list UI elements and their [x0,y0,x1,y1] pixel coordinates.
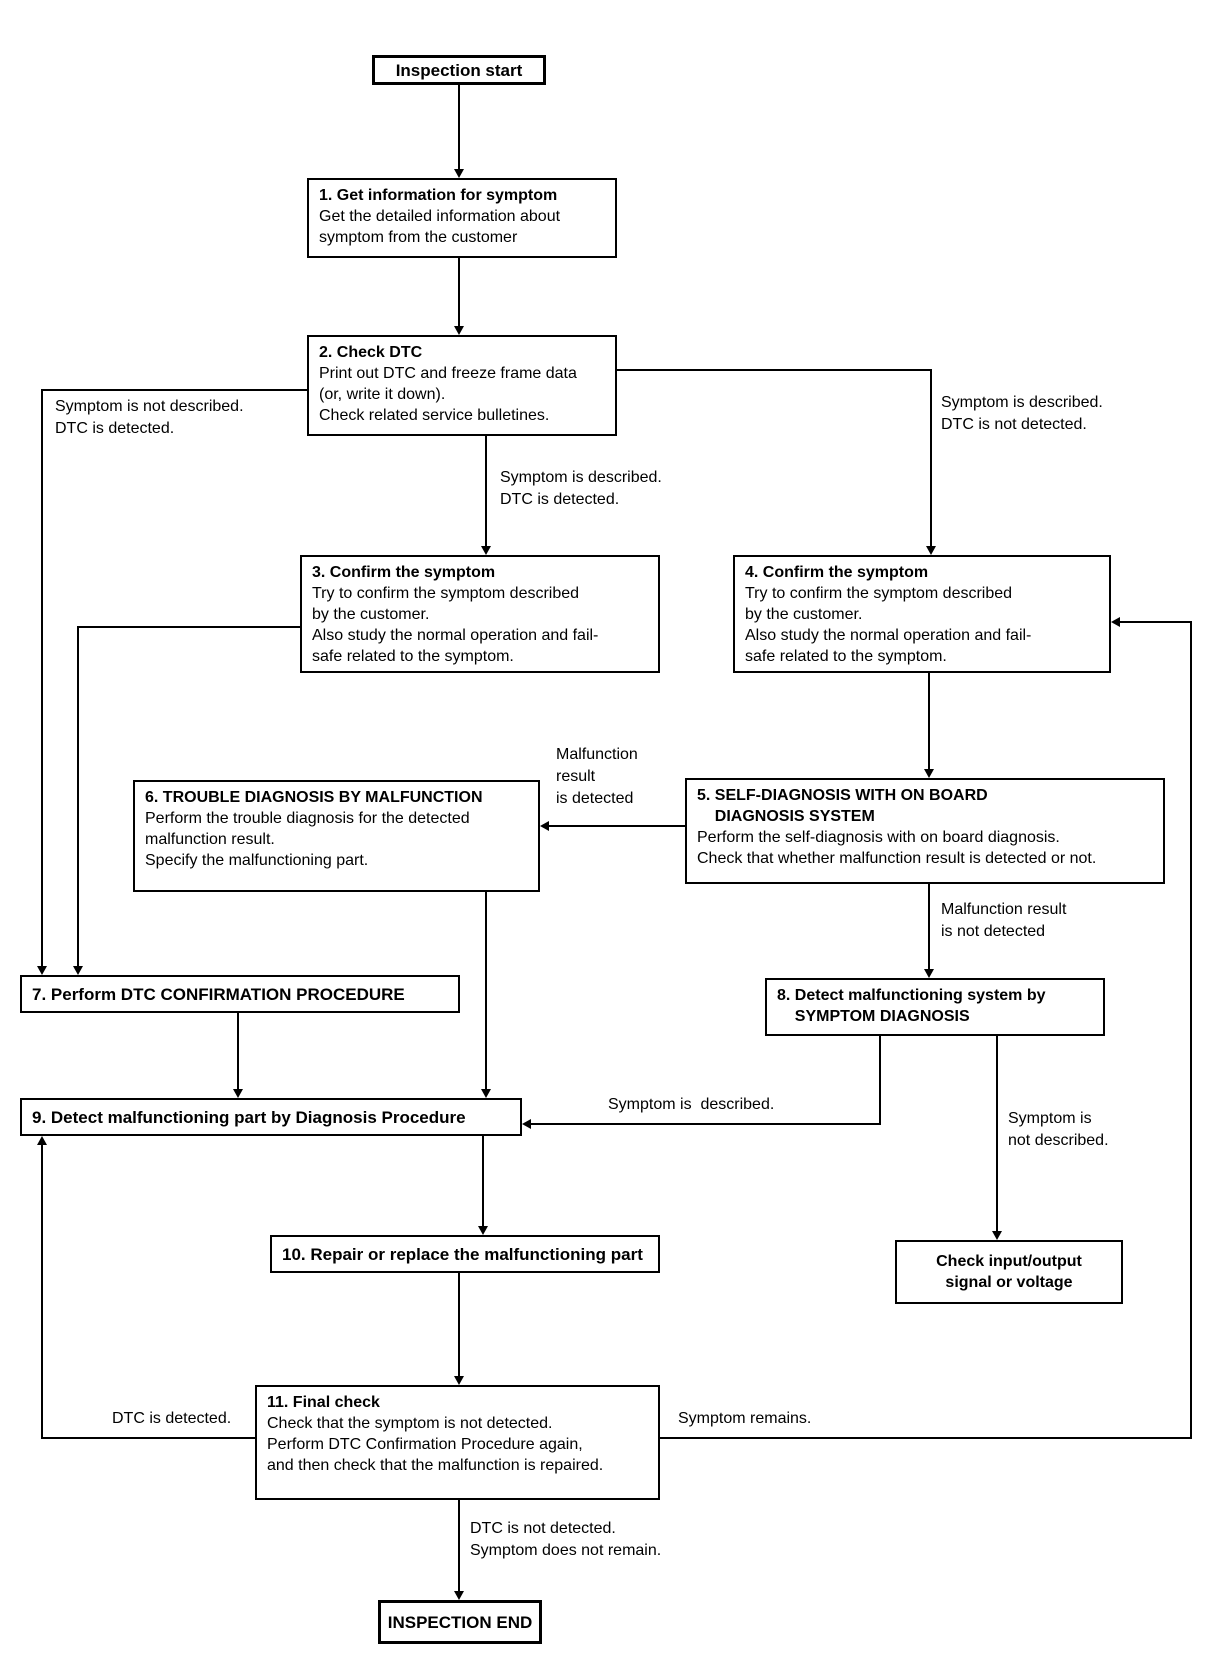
connector-5-to-6 [548,825,685,827]
node-3-title: 3. Confirm the symptom [312,564,496,581]
connector-5-to-8 [928,884,930,972]
connector-6-to-9 [485,892,487,1092]
label-symptom-is-not-described: Symptom is not described. [1008,1110,1109,1149]
node-6-title: 6. TROUBLE DIAGNOSIS BY MALFUNCTION [145,789,483,806]
connector-1-to-2 [458,258,460,328]
node-8-title: 8. Detect malfunctioning system by SYMPT… [777,987,1046,1025]
arrowhead-into-4-side [1111,617,1120,627]
connector-2-right-h [617,369,932,371]
label-dtc-not-detected-symptom-does-not-remain: DTC is not detected. Symptom does not re… [470,1520,662,1559]
connector-2-left-h [41,389,307,391]
connector-11-right-h [660,1437,1192,1439]
node-2-title: 2. Check DTC [319,344,423,361]
arrowhead-into-10 [478,1226,488,1235]
node-4-body: Try to confirm the symptom described by … [745,585,1032,665]
arrowhead-into-7-right [73,966,83,975]
node-3-confirm-symptom: 3. Confirm the symptom Try to confirm th… [300,555,660,673]
connector-11-to-4-h [1119,621,1190,623]
connector-2-to-4-v [930,369,932,548]
node-8-detect-malfunctioning-system: 8. Detect malfunctioning system by SYMPT… [765,978,1105,1036]
connector-2-to-7-v [41,389,43,967]
node-inspection-end: INSPECTION END [378,1600,542,1644]
connector-8-to-check-io [996,1036,998,1232]
node-9-title: 9. Detect malfunctioning part by Diagnos… [32,1107,466,1127]
node-inspection-start-label: Inspection start [395,60,523,80]
label-malfunction-result-detected: Malfunction result is detected [556,746,638,807]
node-5-body: Perform the self-diagnosis with on board… [697,829,1097,867]
node-6-trouble-diagnosis: 6. TROUBLE DIAGNOSIS BY MALFUNCTION Perf… [133,780,540,892]
node-7-dtc-confirmation: 7. Perform DTC CONFIRMATION PROCEDURE [20,975,460,1013]
node-3-body: Try to confirm the symptom described by … [312,585,599,665]
connector-4-to-5 [928,673,930,771]
label-symptom-is-described: Symptom is described. [608,1096,775,1113]
connector-9-to-10 [482,1136,484,1227]
arrowhead-into-5 [924,769,934,778]
node-1-body: Get the detailed information about sympt… [319,208,561,246]
node-inspection-start: Inspection start [372,55,546,85]
label-symptom-not-described-dtc-detected: Symptom is not described. DTC is detecte… [55,398,244,437]
connector-11-to-end [458,1500,460,1592]
connector-11-to-9-v [41,1145,43,1439]
label-dtc-is-detected: DTC is detected. [112,1410,232,1427]
connector-start-to-1 [458,85,460,170]
connector-10-to-11 [458,1273,460,1377]
node-check-input-output-label: Check input/output signal or voltage [936,1253,1082,1291]
arrowhead-into-9-side [522,1119,531,1129]
node-5-title: 5. SELF-DIAGNOSIS WITH ON BOARD DIAGNOSI… [697,787,988,825]
node-11-body: Check that the symptom is not detected. … [267,1415,604,1474]
label-malfunction-result-not-detected: Malfunction result is not detected [941,901,1067,940]
node-6-body: Perform the trouble diagnosis for the de… [145,810,470,869]
arrowhead-into-9-bottom [37,1136,47,1145]
label-symptom-described-dtc-detected: Symptom is described. DTC is detected. [500,469,662,508]
arrowhead-into-4 [926,546,936,555]
label-symptom-described-dtc-not-detected: Symptom is described. DTC is not detecte… [941,394,1103,433]
node-10-title: 10. Repair or replace the malfunctioning… [282,1244,643,1264]
arrowhead-into-end [454,1591,464,1600]
node-11-title: 11. Final check [267,1394,380,1411]
node-1-get-information: 1. Get information for symptom Get the d… [307,178,617,258]
connector-3-to-7-v [77,626,79,967]
connector-11-left-h [41,1437,255,1439]
node-5-self-diagnosis: 5. SELF-DIAGNOSIS WITH ON BOARD DIAGNOSI… [685,778,1165,884]
connector-8-to-9-v [879,1036,881,1125]
label-symptom-remains: Symptom remains. [678,1410,812,1427]
node-10-repair-or-replace: 10. Repair or replace the malfunctioning… [270,1235,660,1273]
connector-11-to-4-v [1190,621,1192,1439]
arrowhead-into-11 [454,1376,464,1385]
node-4-title: 4. Confirm the symptom [745,564,929,581]
node-9-detect-malfunctioning-part: 9. Detect malfunctioning part by Diagnos… [20,1098,522,1136]
node-check-input-output: Check input/output signal or voltage [895,1240,1123,1304]
node-inspection-end-label: INSPECTION END [387,1612,533,1632]
node-1-title: 1. Get information for symptom [319,187,558,204]
connector-7-to-9 [237,1013,239,1092]
arrowhead-into-9-left [233,1089,243,1098]
node-11-final-check: 11. Final check Check that the symptom i… [255,1385,660,1500]
connector-8-to-9-h [530,1123,881,1125]
arrowhead-into-9-right [481,1089,491,1098]
node-7-title: 7. Perform DTC CONFIRMATION PROCEDURE [32,984,405,1004]
node-4-confirm-symptom: 4. Confirm the symptom Try to confirm th… [733,555,1111,673]
arrowhead-into-3 [481,546,491,555]
arrowhead-into-check-io [992,1231,1002,1240]
arrowhead-into-6 [540,821,549,831]
arrowhead-into-8 [924,969,934,978]
arrowhead-into-1 [454,169,464,178]
connector-2-to-3 [485,436,487,548]
node-2-body: Print out DTC and freeze frame data (or,… [319,365,577,424]
connector-3-left-h [77,626,300,628]
arrowhead-into-2 [454,326,464,335]
node-2-check-dtc: 2. Check DTC Print out DTC and freeze fr… [307,335,617,436]
arrowhead-into-7-left [37,966,47,975]
